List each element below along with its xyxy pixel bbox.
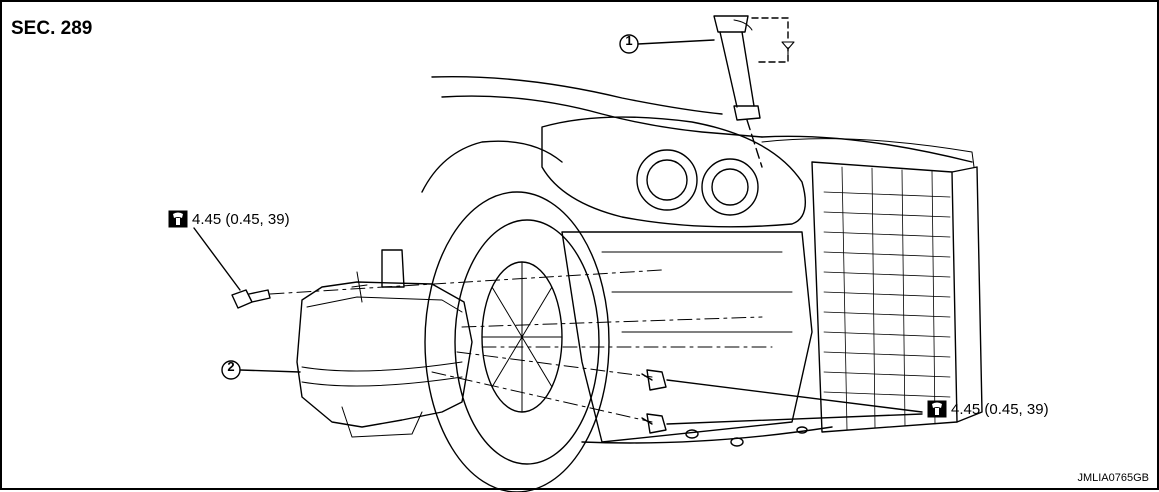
upper-body-line — [761, 135, 973, 163]
hood-line — [431, 75, 723, 115]
torque-1-leader — [193, 227, 241, 291]
torque-2-leader-b — [666, 413, 923, 425]
reservoir-filler-stub — [381, 249, 405, 288]
callout-1-number: 1 — [625, 33, 633, 48]
callout-2-number: 2 — [227, 359, 235, 374]
alignment-lines — [269, 269, 773, 423]
callout-2-leader — [239, 369, 301, 373]
torque-wrench-icon — [168, 210, 188, 228]
callout-1-leader — [637, 39, 715, 45]
torque-spec-text: 4.45 (0.45, 39) — [951, 400, 1049, 418]
under-cover — [581, 426, 833, 444]
bolt-top — [231, 289, 271, 309]
radiator-side-tank — [951, 166, 983, 423]
fender-line — [441, 95, 763, 138]
filler-cap — [713, 15, 749, 33]
radiator-fins — [823, 166, 951, 431]
section-label: SEC. 289 — [11, 18, 93, 39]
radiator-core — [811, 161, 958, 433]
reservoir-tank — [296, 281, 473, 428]
torque-wrench-icon — [927, 400, 947, 418]
wheel-arch — [421, 140, 563, 193]
torque-spec-bottom: 4.45 (0.45, 39) — [927, 400, 1049, 418]
headlamp-lens-left — [636, 149, 698, 211]
tire-outer — [424, 191, 610, 492]
torque-spec-top: 4.45 (0.45, 39) — [168, 210, 290, 228]
torque-2-leader-a — [666, 379, 923, 413]
torque-spec-text: 4.45 (0.45, 39) — [192, 210, 290, 228]
filler-neck-tube — [719, 31, 755, 108]
figure-id: JMLIA0765GB — [1077, 472, 1149, 484]
bolt-middle — [641, 369, 667, 391]
bumper-reinforcement — [561, 231, 813, 443]
headlamp-housing — [541, 116, 806, 228]
headlamp-lens-right — [701, 158, 759, 216]
tire-inner — [454, 219, 600, 465]
bolt-bottom — [641, 413, 667, 434]
clip-icon — [781, 41, 795, 55]
